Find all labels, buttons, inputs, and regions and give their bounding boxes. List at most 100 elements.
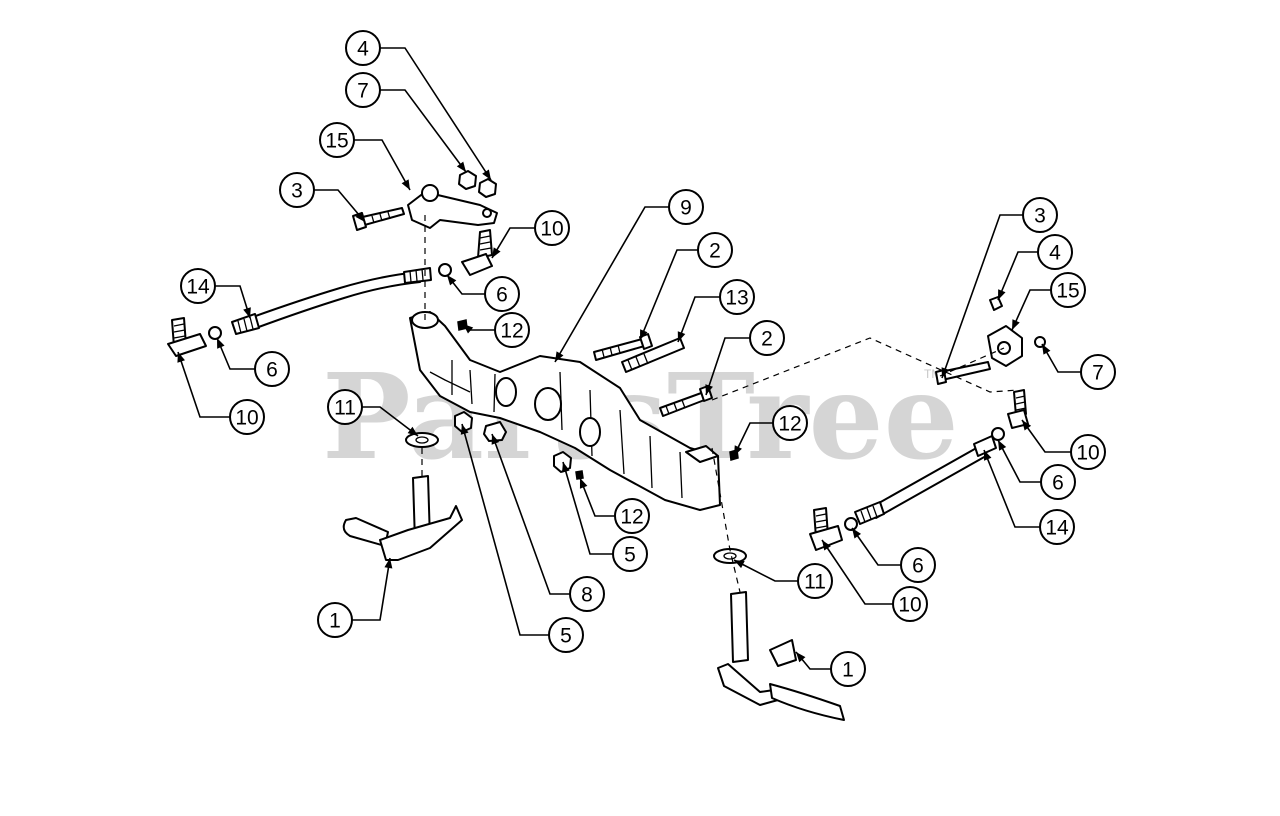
callout-arrowhead [941, 367, 950, 378]
callout-3: 15 [319, 122, 411, 191]
callout-arrowhead [482, 169, 491, 180]
callout-number: 6 [1052, 472, 1064, 495]
callout-8: 12 [462, 312, 530, 348]
left-outer-ball-joint [167, 317, 222, 357]
callout-circle [317, 602, 353, 638]
callout-number: 3 [291, 180, 303, 203]
left-nut-and-spacer [454, 411, 584, 480]
callout-leader-line [733, 559, 798, 582]
callout-leader-line [314, 189, 366, 223]
callout-arrowhead [456, 161, 466, 172]
callout-18: 5 [460, 423, 584, 653]
callout-6: 14 [180, 268, 251, 319]
callout-leader-line [352, 557, 391, 621]
callout-leader-line [380, 89, 467, 173]
callout-number: 14 [186, 276, 210, 299]
callout-circle [494, 312, 530, 348]
callout-20: 1 [317, 557, 393, 638]
callout-arrowhead [555, 351, 564, 362]
callout-9: 6 [216, 337, 290, 387]
callout-arrowhead [998, 440, 1007, 451]
callout-number: 2 [761, 328, 773, 351]
callout-number: 4 [1049, 242, 1061, 265]
callout-leader-line [997, 439, 1041, 483]
callout-number: 2 [709, 240, 721, 263]
callout-circle [668, 189, 704, 225]
callout-number: 1 [329, 610, 341, 633]
callout-26: 10 [1021, 419, 1106, 470]
callout-number: 10 [898, 594, 921, 617]
callout-circle [1022, 197, 1058, 233]
right-steering-arm [935, 296, 1046, 429]
callout-27: 6 [997, 439, 1076, 500]
callout-leader-line [491, 433, 570, 595]
callout-leader-line [461, 423, 549, 636]
callout-number: 5 [560, 625, 572, 648]
callout-circle [1040, 464, 1076, 500]
callout-13: 2 [639, 232, 733, 341]
callout-arrowhead [822, 540, 831, 551]
callout-16: 5 [561, 461, 648, 572]
left-arm-ball-joint [461, 229, 493, 276]
callout-24: 7 [1041, 343, 1116, 390]
callout-21: 3 [941, 197, 1058, 379]
callout-arrowhead [492, 247, 501, 258]
callout-2: 7 [345, 72, 467, 173]
callout-15: 2 [705, 320, 785, 396]
left-tie-rod-nut [438, 263, 452, 277]
callout-leader-line [1011, 289, 1051, 331]
assembly-center-lines [421, 215, 1019, 593]
callout-number: 12 [778, 413, 801, 436]
callout-arrowhead [796, 652, 806, 663]
callout-number: 10 [235, 407, 258, 430]
callout-leader-line [983, 449, 1040, 528]
callout-leader-line [1041, 343, 1081, 373]
left-spindle [342, 475, 463, 561]
axle-bolts [593, 333, 713, 417]
callout-10: 10 [177, 351, 265, 435]
callout-circle [548, 617, 584, 653]
callout-leader-line [215, 285, 251, 319]
front-axle-beam [409, 311, 721, 511]
callout-leader-line [177, 351, 230, 418]
callout-11: 11 [327, 389, 419, 437]
callout-leader-line [380, 47, 492, 181]
callout-arrowhead [401, 179, 410, 190]
callout-31: 11 [733, 559, 833, 599]
callout-leader-line [579, 477, 615, 517]
callout-17: 8 [491, 433, 605, 612]
callout-number: 9 [680, 197, 692, 220]
callout-leader-line [362, 406, 419, 437]
callout-19: 12 [579, 477, 650, 534]
callout-arrowhead [579, 478, 588, 489]
callout-arrowhead [463, 324, 474, 334]
callout-circle [569, 576, 605, 612]
left-steering-arm [407, 184, 498, 229]
callout-number: 7 [357, 80, 369, 103]
callout-circle [892, 586, 928, 622]
callout-leader-line [639, 249, 698, 341]
left-tie-rod [231, 267, 432, 335]
callout-28: 14 [983, 449, 1075, 545]
callout-number: 15 [325, 130, 348, 153]
right-outer-ball-joint [809, 507, 858, 551]
callout-circle [254, 351, 290, 387]
callout-arrowhead [734, 445, 742, 456]
callout-circle [484, 276, 520, 312]
callout-arrowhead [1042, 344, 1051, 355]
callout-arrowhead [677, 331, 686, 342]
callout-circle [612, 536, 648, 572]
callout-leader-line [554, 206, 669, 363]
callout-arrowhead [384, 558, 393, 569]
callout-circle [797, 563, 833, 599]
callout-circle [345, 30, 381, 66]
callout-number: 8 [581, 584, 593, 607]
callout-number: 6 [912, 555, 924, 578]
callout-22: 4 [997, 234, 1073, 301]
callout-leader-line [446, 274, 485, 295]
callout-leader-line [1021, 419, 1071, 453]
callout-number: 10 [540, 218, 563, 241]
callout-number: 1 [842, 659, 854, 682]
